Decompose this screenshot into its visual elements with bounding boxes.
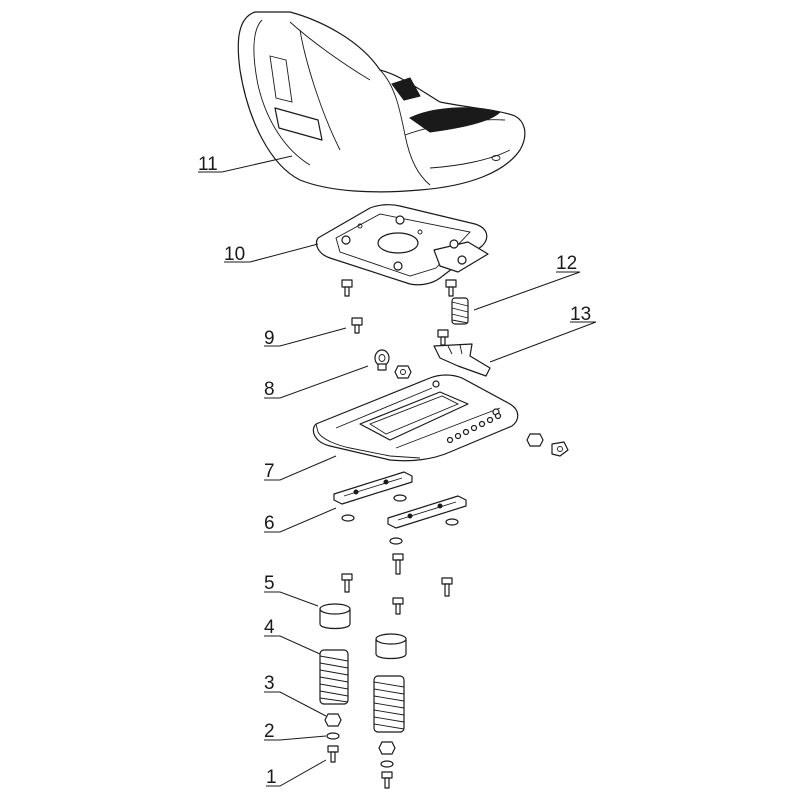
latch-bracket (433, 343, 491, 377)
plate-screw-right (445, 279, 457, 297)
seat (237, 11, 526, 193)
bolt-9b (437, 329, 449, 346)
washer-left (326, 732, 340, 740)
callout-6: 6 (264, 507, 337, 534)
bushing-right (375, 633, 407, 660)
frame-nut-right (526, 433, 544, 447)
callout-11: 11 (198, 154, 293, 175)
slide-rail-left (333, 471, 413, 505)
nut-right (378, 741, 396, 755)
callout-label-10: 10 (224, 244, 245, 265)
callout-label-11: 11 (198, 154, 218, 175)
rail-bolt-4 (392, 597, 404, 615)
frame-bolt-right (551, 441, 569, 457)
callout-label-6: 6 (264, 513, 275, 534)
bolt-right (381, 771, 393, 789)
callout-label-7: 7 (264, 461, 275, 482)
bolt-left (327, 745, 339, 763)
callout-label-4: 4 (264, 617, 275, 638)
callout-label-13: 13 (570, 304, 591, 325)
callout-label-1: 1 (266, 767, 277, 788)
callout-label-3: 3 (264, 673, 275, 694)
callout-3: 3 (264, 673, 327, 717)
callout-2: 2 (264, 721, 327, 742)
rail-bolt-2 (341, 573, 353, 593)
knob-nut (394, 365, 412, 379)
callout-5: 5 (264, 573, 319, 607)
washer-right (380, 760, 394, 768)
callout-9: 9 (264, 327, 347, 349)
callout-label-2: 2 (264, 721, 275, 742)
rail-washers (341, 494, 459, 545)
adjust-knob (374, 349, 390, 371)
slide-rail-right (387, 495, 467, 529)
large-spring-right (373, 675, 405, 733)
rail-bolt-1 (392, 553, 404, 575)
callout-8: 8 (264, 365, 369, 400)
seat-base-plate (315, 204, 489, 286)
callout-12: 12 (473, 253, 581, 311)
callout-4: 4 (264, 617, 321, 655)
callout-label-12: 12 (556, 253, 577, 274)
rail-bolt-3 (441, 577, 453, 597)
bolt-9 (351, 317, 363, 334)
plate-screw-left (341, 279, 353, 297)
large-spring-left (319, 649, 349, 705)
nut-left (324, 713, 342, 727)
callout-label-5: 5 (264, 573, 275, 594)
small-spring (451, 297, 469, 325)
seat-slide-frame (312, 374, 519, 462)
callout-1: 1 (266, 759, 327, 788)
callout-label-8: 8 (264, 379, 275, 400)
callout-label-9: 9 (264, 328, 275, 349)
bushing-left (319, 603, 351, 630)
callout-7: 7 (264, 455, 337, 482)
callout-13: 13 (489, 304, 597, 363)
callout-10: 10 (224, 243, 319, 265)
